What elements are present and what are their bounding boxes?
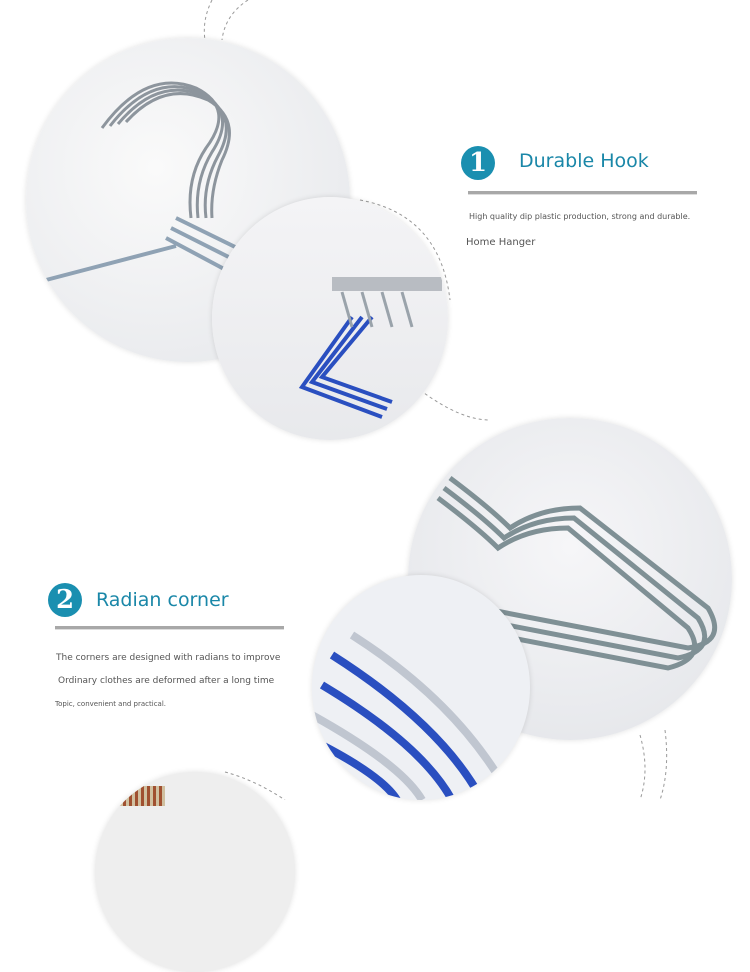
section-2-description-line-1: The corners are designed with radians to… xyxy=(56,653,281,663)
blue-hangers-illustration xyxy=(312,631,516,800)
section-2-description-line-2: Ordinary clothes are deformed after a lo… xyxy=(58,676,275,686)
section-1-description: High quality dip plastic production, str… xyxy=(469,212,691,221)
hanger-rack-image xyxy=(212,197,448,440)
section-1-divider xyxy=(468,191,697,195)
blue-silver-hangers-illustration xyxy=(298,277,442,419)
radian-corner-illustration xyxy=(408,476,718,671)
section-2-title: Radian corner xyxy=(96,589,229,611)
blue-hangers-closeup-image xyxy=(312,575,530,800)
corner-closeup-image xyxy=(408,418,732,740)
decorative-dashed-lines xyxy=(203,0,668,800)
section-1-title: Durable Hook xyxy=(519,150,649,172)
section-2-description-line-3: Topic, convenient and practical. xyxy=(55,700,167,708)
bottom-partial-image xyxy=(95,772,295,972)
section-1-subtext: Home Hanger xyxy=(466,237,536,248)
section-2-divider xyxy=(55,626,284,630)
section-2-number-badge: 2 xyxy=(48,583,82,617)
section-1-number-badge: 1 xyxy=(461,146,495,180)
